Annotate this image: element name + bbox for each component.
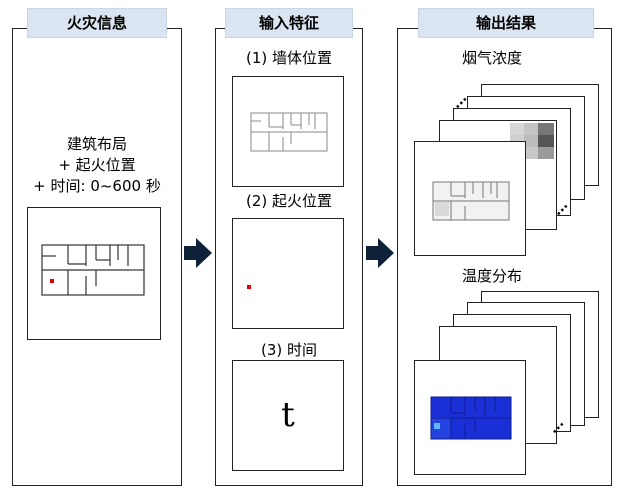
temp-frame-front [414,360,526,475]
fire-info-header: 火灾信息 [27,8,167,38]
output-results-header: 输出结果 [418,8,594,38]
smoke-frame-front [414,141,526,256]
floor-plan-fire-image [41,244,145,296]
time-label: (3) 时间 [260,341,318,359]
building-layout-label: 建筑布局 [66,135,127,153]
wall-position-image [232,76,344,187]
time-image: t [232,360,344,471]
fire-position-image [232,218,344,329]
fire-position-label: (2) 起火位置 [245,192,333,210]
wall-layout-image [250,112,328,152]
arrow-right-icon [184,238,212,268]
arrow-right-icon [366,238,394,268]
floor-plan-with-fire [27,207,161,340]
wall-position-label: (1) 墙体位置 [245,49,333,67]
input-features-header: 输入特征 [225,8,353,38]
fire-location-label: + 起火位置 [58,156,136,174]
fire-marker-image [247,285,251,289]
time-variable: t [281,395,295,435]
time-range-label: + 时间: 0~600 秒 [33,177,161,195]
smoke-concentration-label: 烟气浓度 [462,49,523,67]
temperature-distribution-label: 温度分布 [462,267,523,285]
smoke-floor-plan [432,181,510,221]
temperature-floor-plan [430,396,512,440]
